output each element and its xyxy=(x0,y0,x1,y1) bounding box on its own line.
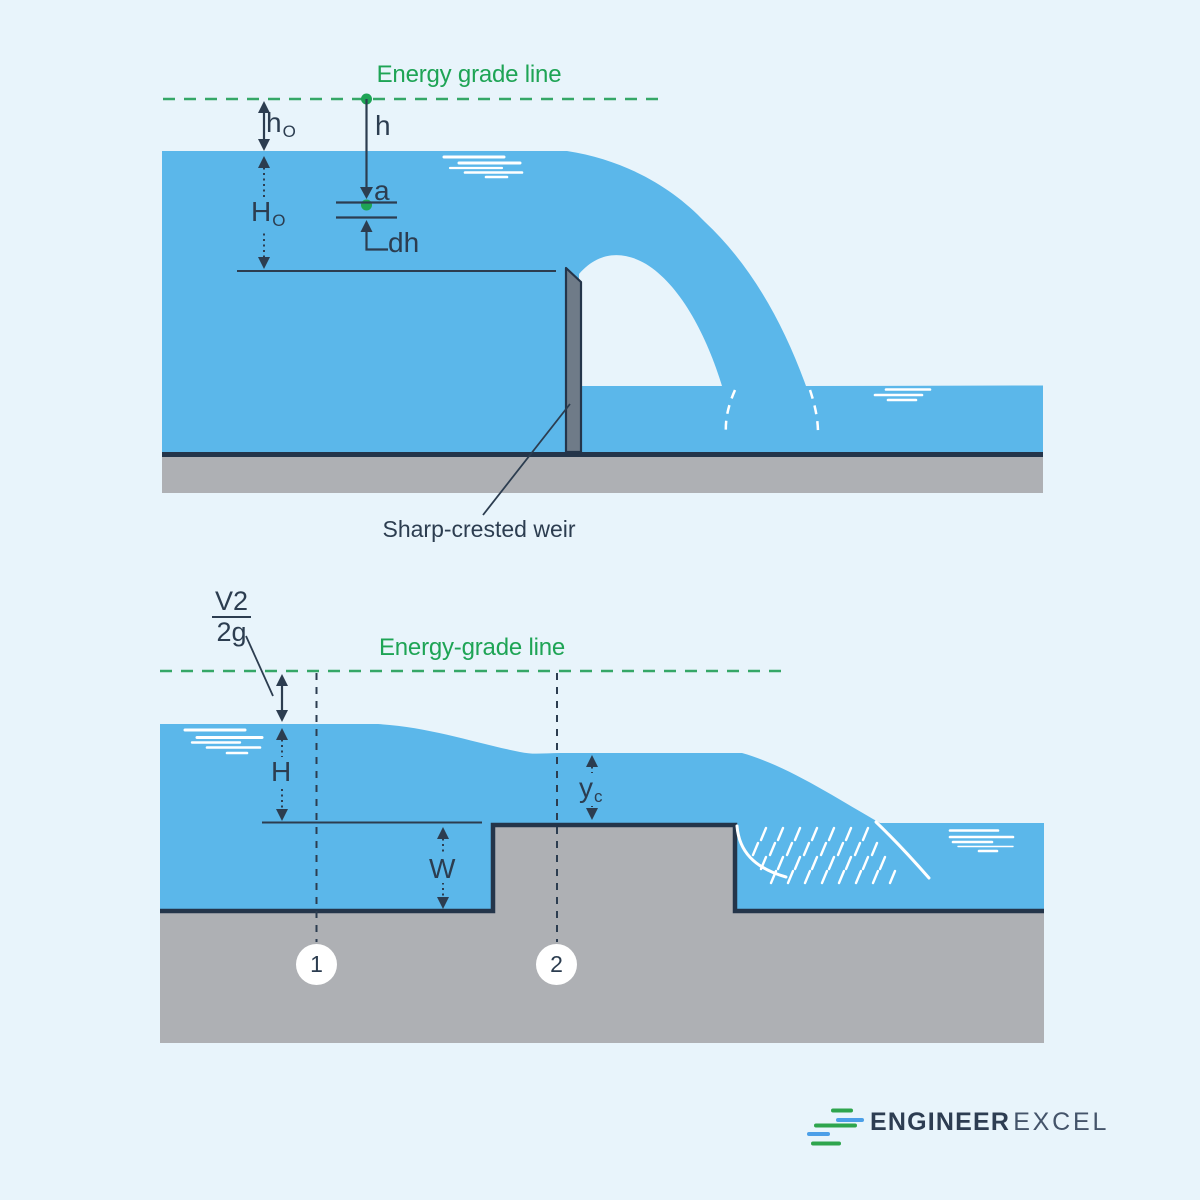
channel-water xyxy=(160,724,1044,909)
velocity-head-denominator: 2g xyxy=(216,617,247,647)
logo-brand-light: EXCEL xyxy=(1013,1108,1110,1136)
velocity-head-arrow xyxy=(276,674,288,722)
weir-plate xyxy=(564,266,583,454)
plunge-jet-line xyxy=(874,820,931,880)
engineerexcel-logo-icon xyxy=(807,1108,864,1146)
water-surface-icon xyxy=(873,388,932,402)
h-label: h xyxy=(375,110,391,141)
dh-label: dh xyxy=(388,227,420,258)
energy-grade-line-label-bottom: Energy-grade line xyxy=(378,634,566,661)
ground-outline xyxy=(160,822,1044,914)
h0-dimension-arrow xyxy=(258,101,270,151)
weir-leader-line xyxy=(482,403,571,516)
water-surface-icon xyxy=(183,728,264,755)
logo-brand-bold: ENGINEER xyxy=(870,1108,1011,1136)
velocity-head-leader-line xyxy=(245,635,274,697)
critical-depth-label: yc xyxy=(576,773,606,806)
nappe-underside-arch xyxy=(579,255,722,386)
submerged-nappe-boundary-left xyxy=(724,389,737,435)
dh-dimension-arrow xyxy=(360,220,388,251)
nappe-edge-curve xyxy=(735,824,788,879)
sharp-crested-weir-label: Sharp-crested weir xyxy=(382,516,576,542)
H-label: H xyxy=(268,757,295,786)
strip-point-marker xyxy=(361,199,372,211)
engineerexcel-logo: ENGINEER EXCEL xyxy=(870,1108,1109,1137)
water-surface-icon xyxy=(948,829,1015,853)
velocity-head-fraction: V2 2g xyxy=(212,588,252,647)
station-1-marker: 1 xyxy=(296,944,337,985)
h-dimension-arrow xyxy=(360,99,373,199)
submerged-nappe-boundary-right xyxy=(808,389,820,434)
a-label: a xyxy=(374,175,390,206)
strip-lines xyxy=(336,201,397,219)
channel-bed-ground xyxy=(162,457,1043,493)
velocity-head-numerator: V2 xyxy=(212,588,252,618)
broad-crested-weir-diagram xyxy=(160,635,1044,1043)
ground-and-weir-block xyxy=(160,823,1044,1043)
sharp-crested-weir-diagram xyxy=(162,93,1043,516)
h0-label: hO xyxy=(266,107,296,141)
H0-label: HO xyxy=(248,197,289,230)
turbulence-dashes xyxy=(751,826,897,885)
water-surface-icon xyxy=(442,155,524,179)
energy-grade-line-label-top: Energy grade line xyxy=(376,61,562,88)
W-label: W xyxy=(426,854,459,883)
station-2-marker: 2 xyxy=(536,944,577,985)
